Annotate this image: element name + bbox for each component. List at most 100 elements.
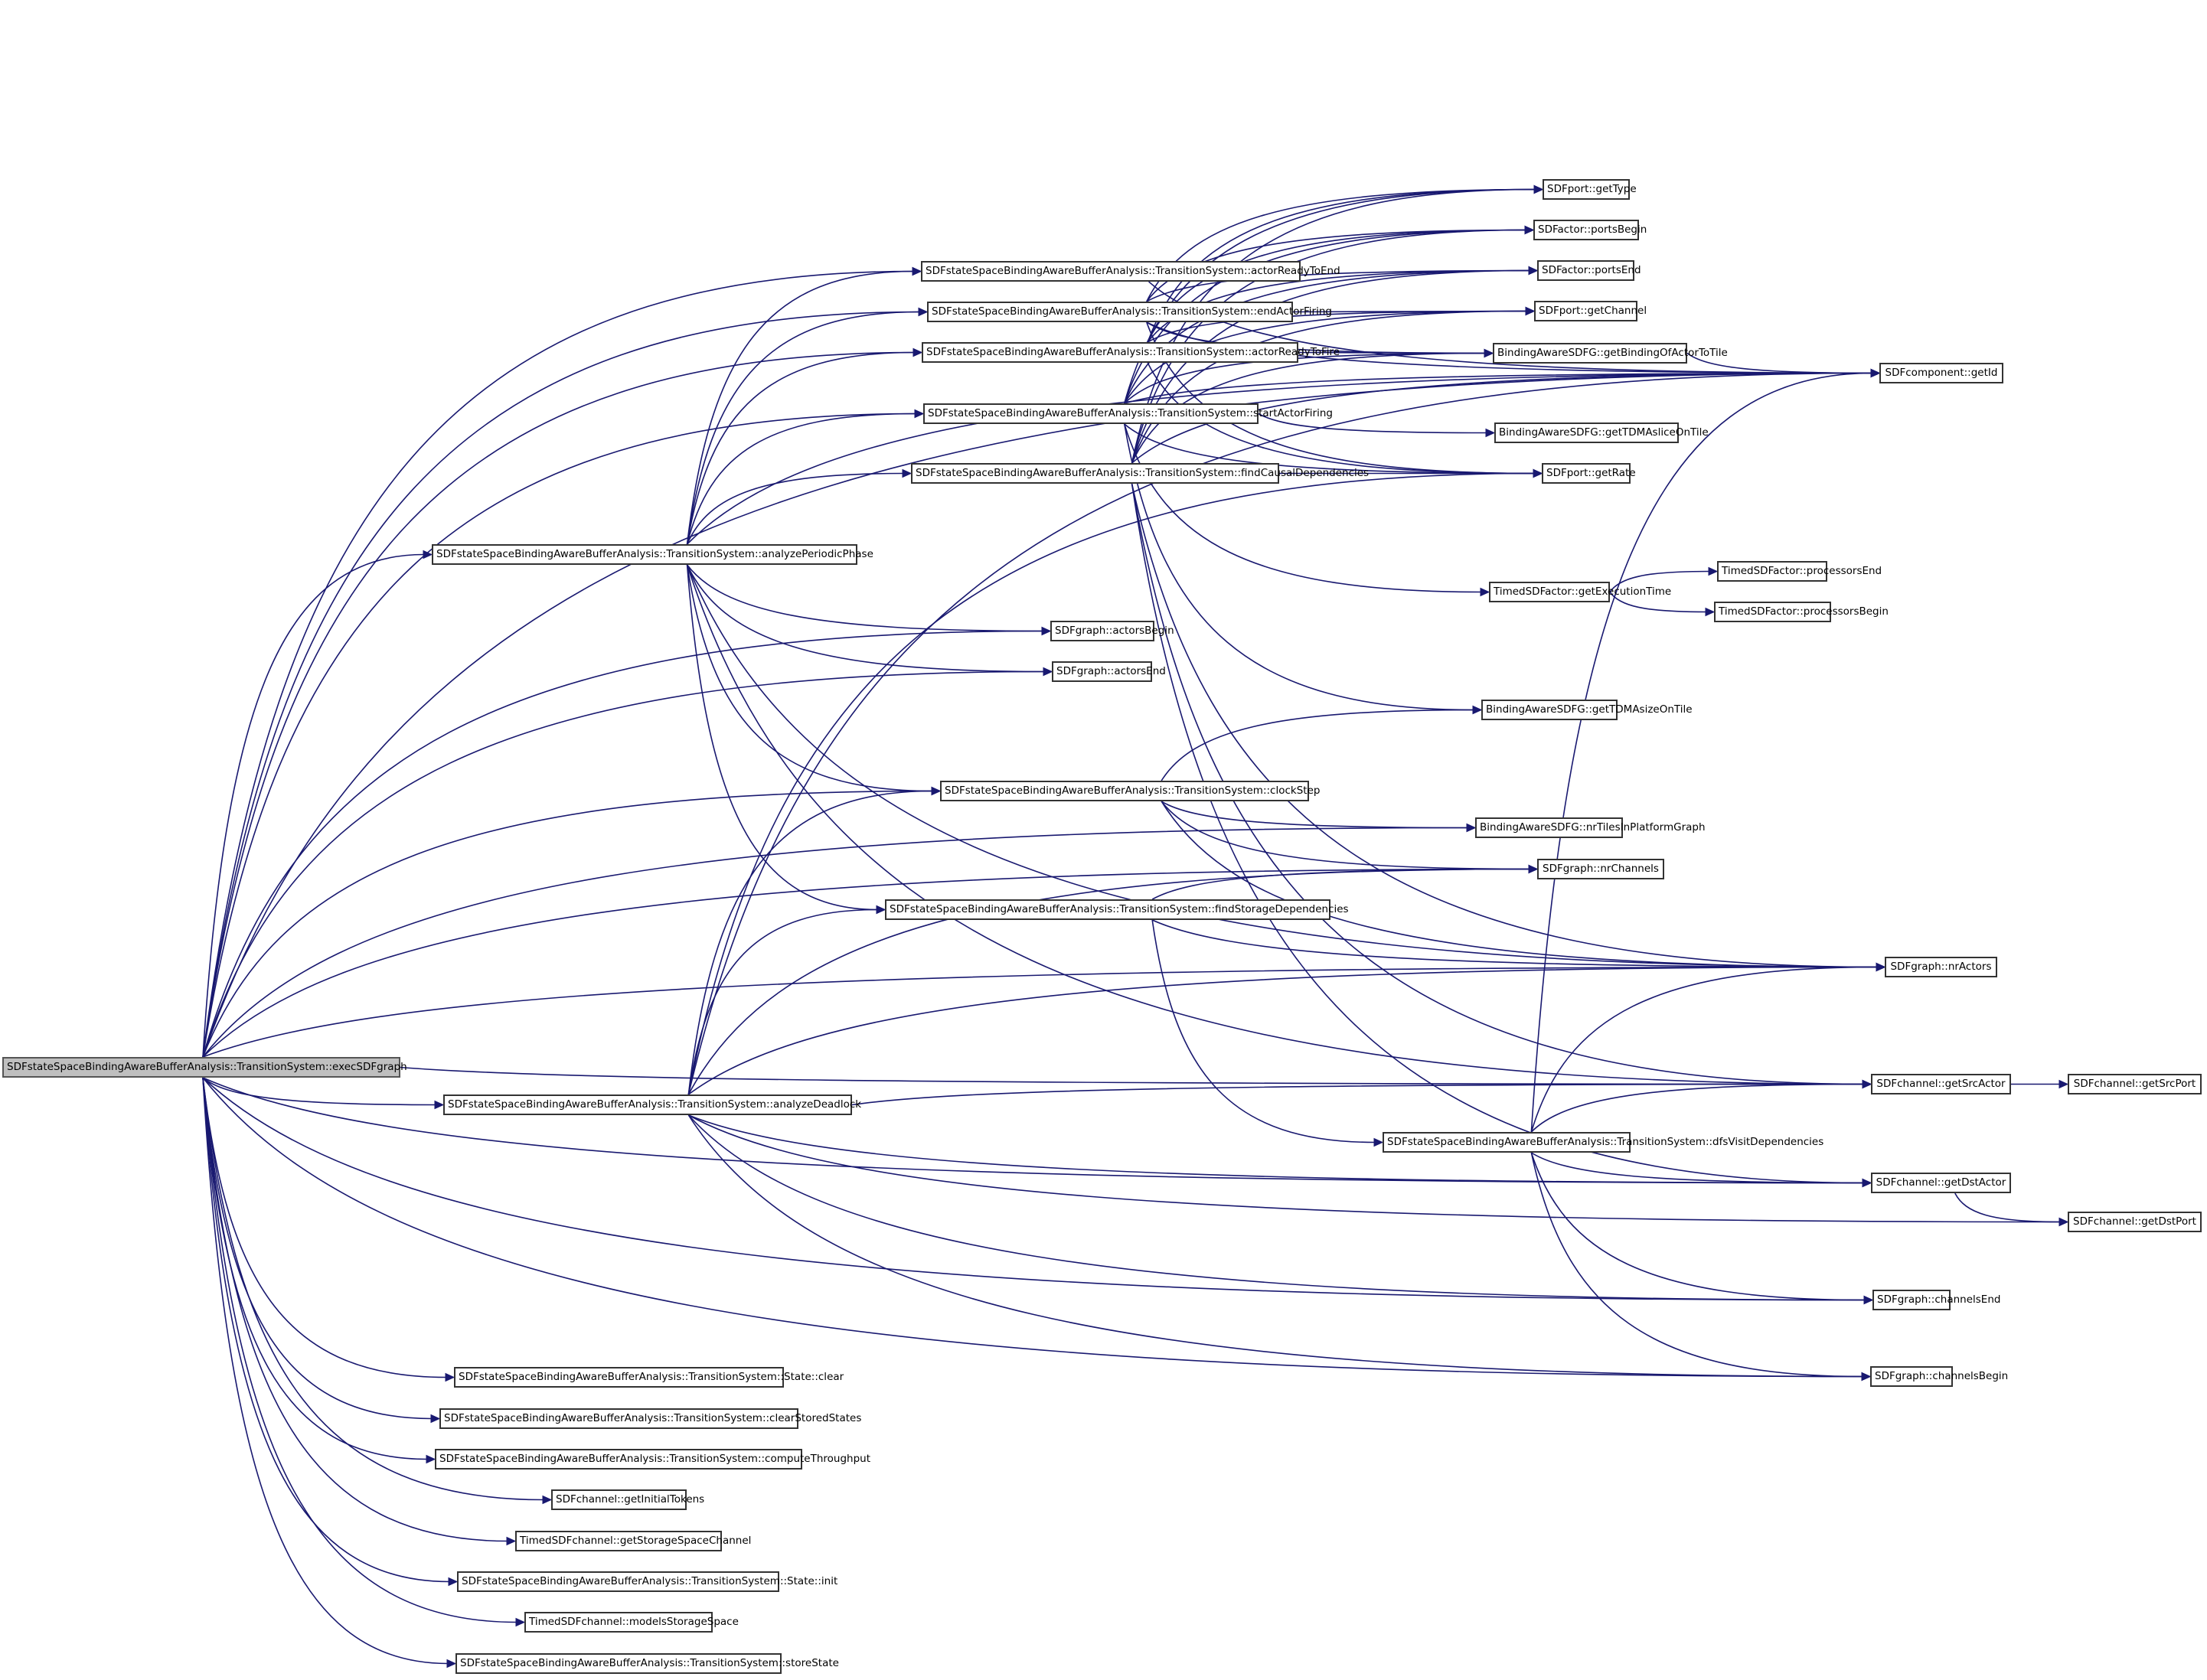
call-edge bbox=[1161, 801, 1468, 829]
node-clockStep[interactable]: SDFstateSpaceBindingAwareBufferAnalysis:… bbox=[940, 781, 1320, 801]
node-getInitialTokens[interactable]: SDFchannel::getInitialTokens bbox=[551, 1489, 704, 1510]
arrowhead-icon bbox=[902, 468, 913, 478]
arrowhead-icon bbox=[912, 266, 922, 276]
node-stateInit[interactable]: SDFstateSpaceBindingAwareBufferAnalysis:… bbox=[457, 1571, 837, 1592]
arrowhead-icon bbox=[515, 1617, 526, 1627]
node-portsEnd[interactable]: SDFactor::portsEnd bbox=[1537, 260, 1641, 281]
arrowhead-icon bbox=[918, 307, 929, 317]
node-computeThroughput[interactable]: SDFstateSpaceBindingAwareBufferAnalysis:… bbox=[435, 1449, 870, 1470]
node-modelsStorageSpace[interactable]: TimedSDFchannel::modelsStorageSpace bbox=[524, 1612, 739, 1633]
call-edge bbox=[1131, 352, 1486, 464]
call-edge bbox=[202, 966, 1878, 1058]
node-execSDFgraph: SDFstateSpaceBindingAwareBufferAnalysis:… bbox=[2, 1057, 407, 1078]
node-findStorageDependencies[interactable]: SDFstateSpaceBindingAwareBufferAnalysis:… bbox=[885, 899, 1349, 920]
node-getChannel[interactable]: SDFport::getChannel bbox=[1534, 301, 1647, 321]
arrowhead-icon bbox=[1528, 266, 1539, 276]
node-nrTilesInPlatformGraph[interactable]: BindingAwareSDFG::nrTilesInPlatformGraph bbox=[1475, 817, 1706, 838]
node-getTDMAsliceOnTile[interactable]: BindingAwareSDFG::getTDMAsliceOnTile bbox=[1494, 422, 1709, 443]
node-actorReadyToEnd[interactable]: SDFstateSpaceBindingAwareBufferAnalysis:… bbox=[921, 261, 1340, 282]
node-findCausalDependencies[interactable]: SDFstateSpaceBindingAwareBufferAnalysis:… bbox=[911, 463, 1369, 484]
call-edge bbox=[686, 564, 1043, 632]
call-edge bbox=[1146, 229, 1526, 302]
call-edge bbox=[1147, 269, 1530, 343]
arrowhead-icon bbox=[426, 1454, 436, 1464]
node-getStorageSpaceChannel[interactable]: TimedSDFchannel::getStorageSpaceChannel bbox=[515, 1531, 751, 1551]
call-edge bbox=[202, 413, 916, 1058]
arrowhead-icon bbox=[1041, 626, 1052, 636]
node-actorReadyToFire[interactable]: SDFstateSpaceBindingAwareBufferAnalysis:… bbox=[922, 342, 1340, 363]
arrowhead-icon bbox=[423, 550, 433, 559]
arrowhead-icon bbox=[931, 786, 942, 796]
arrowhead-icon bbox=[506, 1536, 517, 1546]
node-processorsBegin[interactable]: TimedSDFactor::processorsBegin bbox=[1714, 602, 1889, 622]
node-actorsEnd[interactable]: SDFgraph::actorsEnd bbox=[1052, 661, 1166, 682]
arrowhead-icon bbox=[2058, 1079, 2069, 1089]
call-edge bbox=[1161, 801, 1530, 870]
node-nrActors[interactable]: SDFgraph::nrActors bbox=[1885, 957, 1997, 977]
node-channelsBegin[interactable]: SDFgraph::channelsBegin bbox=[1870, 1366, 2008, 1387]
call-edge bbox=[202, 827, 1468, 1058]
arrowhead-icon bbox=[1862, 1079, 1872, 1089]
node-getDstPort[interactable]: SDFchannel::getDstPort bbox=[2068, 1212, 2202, 1232]
call-edge bbox=[202, 311, 920, 1058]
call-edge bbox=[202, 790, 933, 1058]
call-edge bbox=[686, 564, 1045, 673]
arrowhead-icon bbox=[1466, 823, 1477, 833]
node-getRate[interactable]: SDFport::getRate bbox=[1542, 463, 1636, 484]
arrowhead-icon bbox=[1876, 962, 1886, 972]
arrowhead-icon bbox=[1863, 1295, 1874, 1305]
call-edge bbox=[1131, 188, 1536, 464]
call-edge bbox=[1124, 423, 1474, 711]
node-startActorFiring[interactable]: SDFstateSpaceBindingAwareBufferAnalysis:… bbox=[923, 403, 1333, 424]
call-edge bbox=[687, 790, 933, 1095]
call-edge bbox=[687, 966, 1878, 1095]
call-edge bbox=[202, 1077, 433, 1420]
call-edge bbox=[687, 372, 1872, 1095]
node-getDstActor[interactable]: SDFchannel::getDstActor bbox=[1871, 1173, 2011, 1193]
arrowhead-icon bbox=[2058, 1217, 2069, 1227]
call-edge bbox=[1124, 423, 1535, 475]
node-getBindingOfActorToTile[interactable]: BindingAwareSDFG::getBindingOfActorToTil… bbox=[1493, 343, 1728, 364]
arrowhead-icon bbox=[445, 1372, 455, 1382]
call-edge bbox=[1954, 1192, 2061, 1223]
node-portsBegin[interactable]: SDFactor::portsBegin bbox=[1533, 220, 1647, 240]
call-edge bbox=[686, 311, 920, 545]
call-edge bbox=[686, 564, 933, 792]
call-edge bbox=[688, 1114, 2061, 1223]
node-getSrcActor[interactable]: SDFchannel::getSrcActor bbox=[1871, 1074, 2011, 1094]
call-edge bbox=[202, 670, 1045, 1058]
call-edge bbox=[202, 1077, 508, 1542]
call-edge bbox=[202, 1077, 449, 1665]
node-getExecutionTime[interactable]: TimedSDFactor::getExecutionTime bbox=[1489, 582, 1671, 602]
node-analyzeDeadlock[interactable]: SDFstateSpaceBindingAwareBufferAnalysis:… bbox=[443, 1094, 861, 1115]
arrowhead-icon bbox=[1861, 1372, 1872, 1382]
node-getSrcPort[interactable]: SDFchannel::getSrcPort bbox=[2068, 1074, 2202, 1094]
node-analyzePeriodicPhase[interactable]: SDFstateSpaceBindingAwareBufferAnalysis:… bbox=[432, 544, 873, 565]
arrowhead-icon bbox=[914, 409, 925, 419]
node-actorsBegin[interactable]: SDFgraph::actorsBegin bbox=[1050, 621, 1174, 641]
node-endActorFiring[interactable]: SDFstateSpaceBindingAwareBufferAnalysis:… bbox=[927, 302, 1332, 322]
call-edge bbox=[1131, 483, 1878, 968]
node-getId[interactable]: SDFcomponent::getId bbox=[1879, 363, 2003, 383]
call-edge bbox=[1609, 592, 1707, 613]
node-nrChannels[interactable]: SDFgraph::nrChannels bbox=[1537, 859, 1664, 879]
node-stateClear[interactable]: SDFstateSpaceBindingAwareBufferAnalysis:… bbox=[454, 1367, 844, 1388]
call-edge bbox=[202, 1077, 450, 1583]
call-edge bbox=[1146, 321, 1535, 475]
call-edge bbox=[202, 630, 1043, 1058]
call-edge bbox=[1530, 1152, 1866, 1301]
arrowhead-icon bbox=[1484, 348, 1494, 358]
node-getType[interactable]: SDFport::getType bbox=[1543, 179, 1637, 200]
call-edge bbox=[687, 1114, 1866, 1301]
node-channelsEnd[interactable]: SDFgraph::channelsEnd bbox=[1872, 1290, 2000, 1310]
call-edge bbox=[687, 909, 878, 1095]
call-edge bbox=[1124, 372, 1872, 404]
node-processorsEnd[interactable]: TimedSDFactor::processorsEnd bbox=[1717, 561, 1882, 582]
node-getTDMAsizeOnTile[interactable]: BindingAwareSDFG::getTDMAsizeOnTile bbox=[1481, 700, 1693, 720]
node-storeState[interactable]: SDFstateSpaceBindingAwareBufferAnalysis:… bbox=[455, 1653, 839, 1674]
call-edge bbox=[851, 1083, 1864, 1106]
node-dfsVisitDependencies[interactable]: SDFstateSpaceBindingAwareBufferAnalysis:… bbox=[1383, 1132, 1823, 1153]
call-edge bbox=[202, 1077, 428, 1460]
node-clearStoredStates[interactable]: SDFstateSpaceBindingAwareBufferAnalysis:… bbox=[439, 1408, 861, 1429]
